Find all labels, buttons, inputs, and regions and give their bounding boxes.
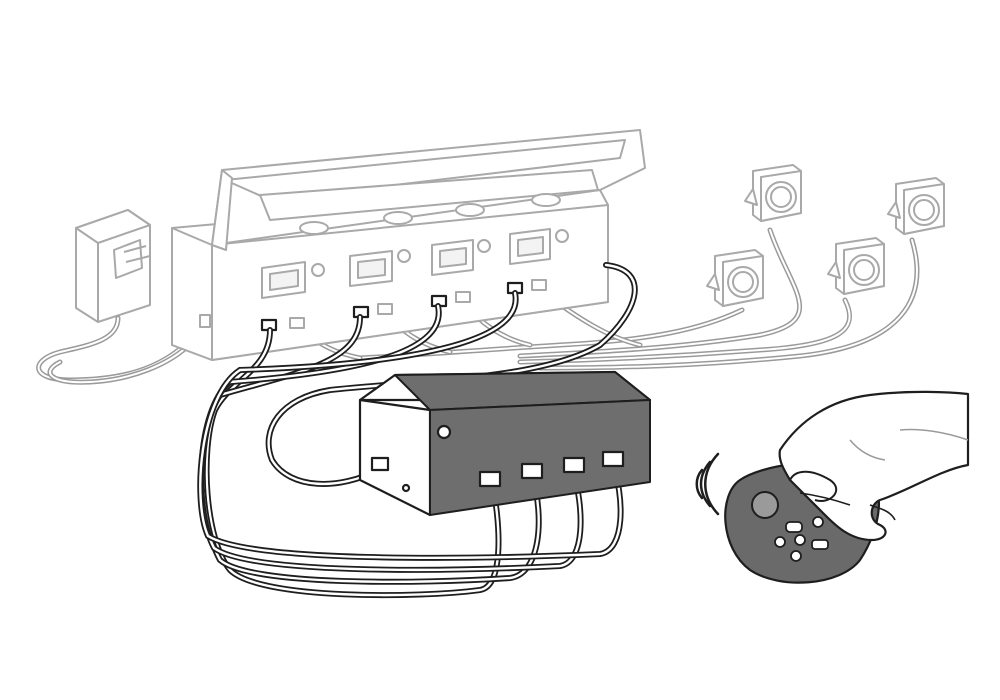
- base-unit: [171, 129, 646, 361]
- speaker: [827, 237, 885, 295]
- hub-cables: [197, 262, 638, 599]
- hub: [358, 370, 652, 517]
- base-port[interactable]: [289, 317, 305, 329]
- power-adapter: [36, 209, 203, 385]
- remote-button[interactable]: [811, 539, 829, 550]
- speakers: [706, 164, 945, 307]
- hub-port[interactable]: [478, 470, 502, 488]
- remote-button[interactable]: [812, 516, 824, 528]
- base-port[interactable]: [531, 279, 547, 291]
- hub-port[interactable]: [562, 456, 586, 474]
- base-port[interactable]: [455, 291, 471, 303]
- hand: [778, 390, 970, 542]
- remote-button[interactable]: [794, 534, 806, 546]
- remote-button[interactable]: [774, 536, 786, 548]
- remote-main-button[interactable]: [751, 491, 779, 519]
- remote-button[interactable]: [785, 521, 803, 533]
- hub-port[interactable]: [520, 462, 544, 480]
- signal-waves: [695, 452, 720, 516]
- speaker: [887, 177, 945, 235]
- base-port[interactable]: [377, 303, 393, 315]
- remote-button[interactable]: [790, 550, 802, 562]
- hub-input-port[interactable]: [370, 456, 390, 472]
- speaker: [706, 249, 764, 307]
- speaker: [744, 164, 802, 222]
- hub-port[interactable]: [601, 450, 625, 468]
